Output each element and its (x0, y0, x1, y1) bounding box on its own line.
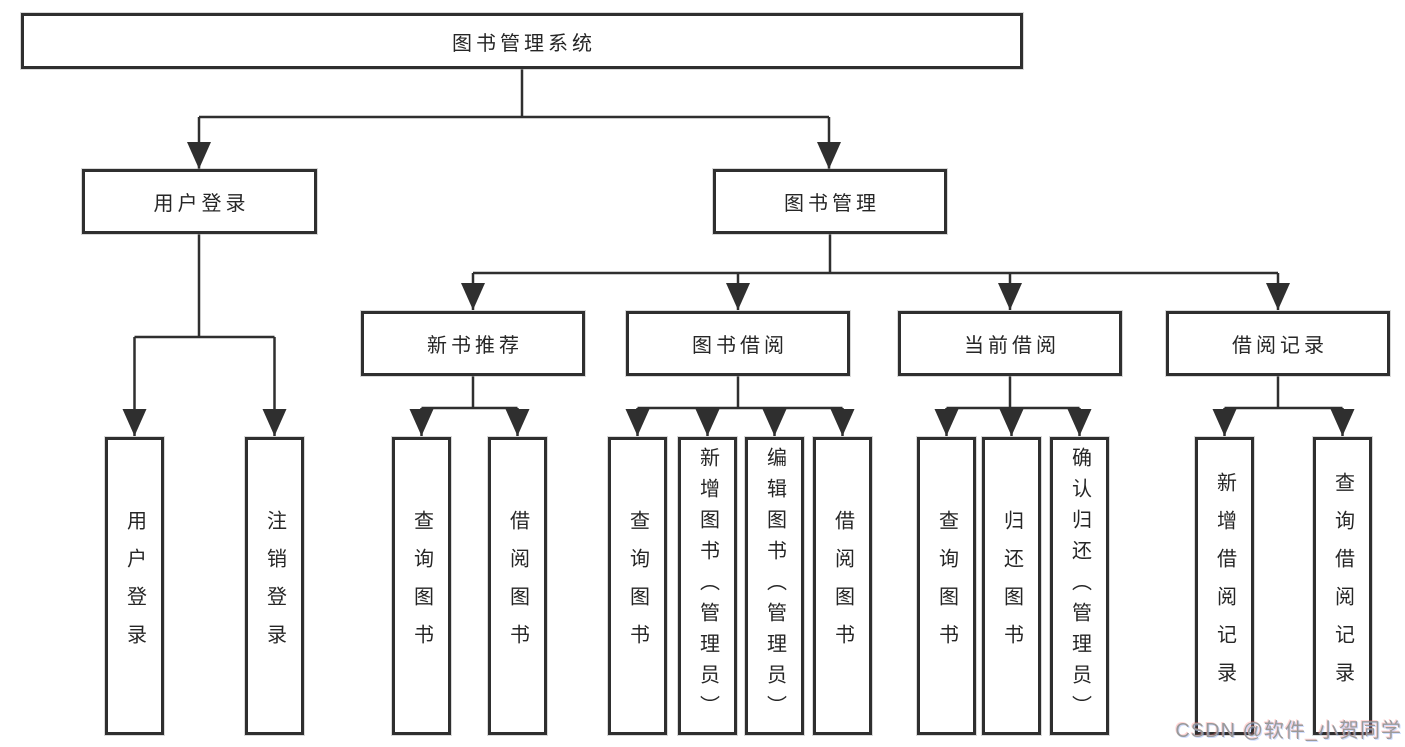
leaf-return-books: 归还图书 (982, 437, 1041, 735)
node-label: 借阅图书 (831, 510, 854, 662)
node-label: 新增图书（管理员） (696, 446, 719, 726)
node-book-management: 图书管理 (713, 169, 947, 234)
leaf-logout: 注销登录 (245, 437, 304, 735)
node-label: 查询借阅记录 (1331, 472, 1354, 700)
node-label: 图书管理 (784, 193, 880, 215)
node-label: 用户登录 (123, 510, 146, 662)
node-library-management-system: 图书管理系统 (21, 13, 1023, 69)
leaf-borrow-books-recommend: 借阅图书 (488, 437, 547, 735)
node-label: 查询图书 (626, 510, 649, 662)
node-label: 确认归还（管理员） (1068, 446, 1091, 726)
node-label: 归还图书 (1000, 510, 1023, 662)
leaf-confirm-return-admin: 确认归还（管理员） (1050, 437, 1109, 735)
node-label: 借阅图书 (506, 510, 529, 662)
node-label: 用户登录 (153, 193, 250, 215)
leaf-query-books-current: 查询图书 (917, 437, 976, 735)
node-label: 编辑图书（管理员） (763, 446, 786, 726)
node-new-book-recommendation: 新书推荐 (361, 311, 585, 376)
node-book-borrowing: 图书借阅 (626, 311, 850, 376)
node-label: 图书借阅 (692, 335, 788, 357)
node-borrowing-records: 借阅记录 (1166, 311, 1390, 376)
csdn-watermark: CSDN @软件_小贺同学 (1175, 720, 1402, 742)
leaf-edit-book-admin: 编辑图书（管理员） (745, 437, 804, 735)
node-label: 注销登录 (263, 510, 286, 662)
leaf-borrow-books-borrowing: 借阅图书 (813, 437, 872, 735)
leaf-user-login: 用户登录 (105, 437, 164, 735)
node-user-login: 用户登录 (82, 169, 317, 234)
node-current-borrowing: 当前借阅 (898, 311, 1122, 376)
leaf-query-books-recommend: 查询图书 (392, 437, 451, 735)
node-label: 查询图书 (410, 510, 433, 662)
leaf-query-borrow-record: 查询借阅记录 (1313, 437, 1372, 735)
leaf-add-borrow-record: 新增借阅记录 (1195, 437, 1254, 735)
node-label: 新增借阅记录 (1213, 472, 1236, 700)
node-label: 图书管理系统 (452, 32, 596, 55)
node-label: 新书推荐 (427, 335, 523, 357)
node-label: 当前借阅 (964, 335, 1060, 357)
leaf-query-books-borrowing: 查询图书 (608, 437, 667, 735)
node-label: 查询图书 (935, 510, 958, 662)
node-label: 借阅记录 (1232, 335, 1328, 357)
leaf-add-book-admin: 新增图书（管理员） (678, 437, 737, 735)
